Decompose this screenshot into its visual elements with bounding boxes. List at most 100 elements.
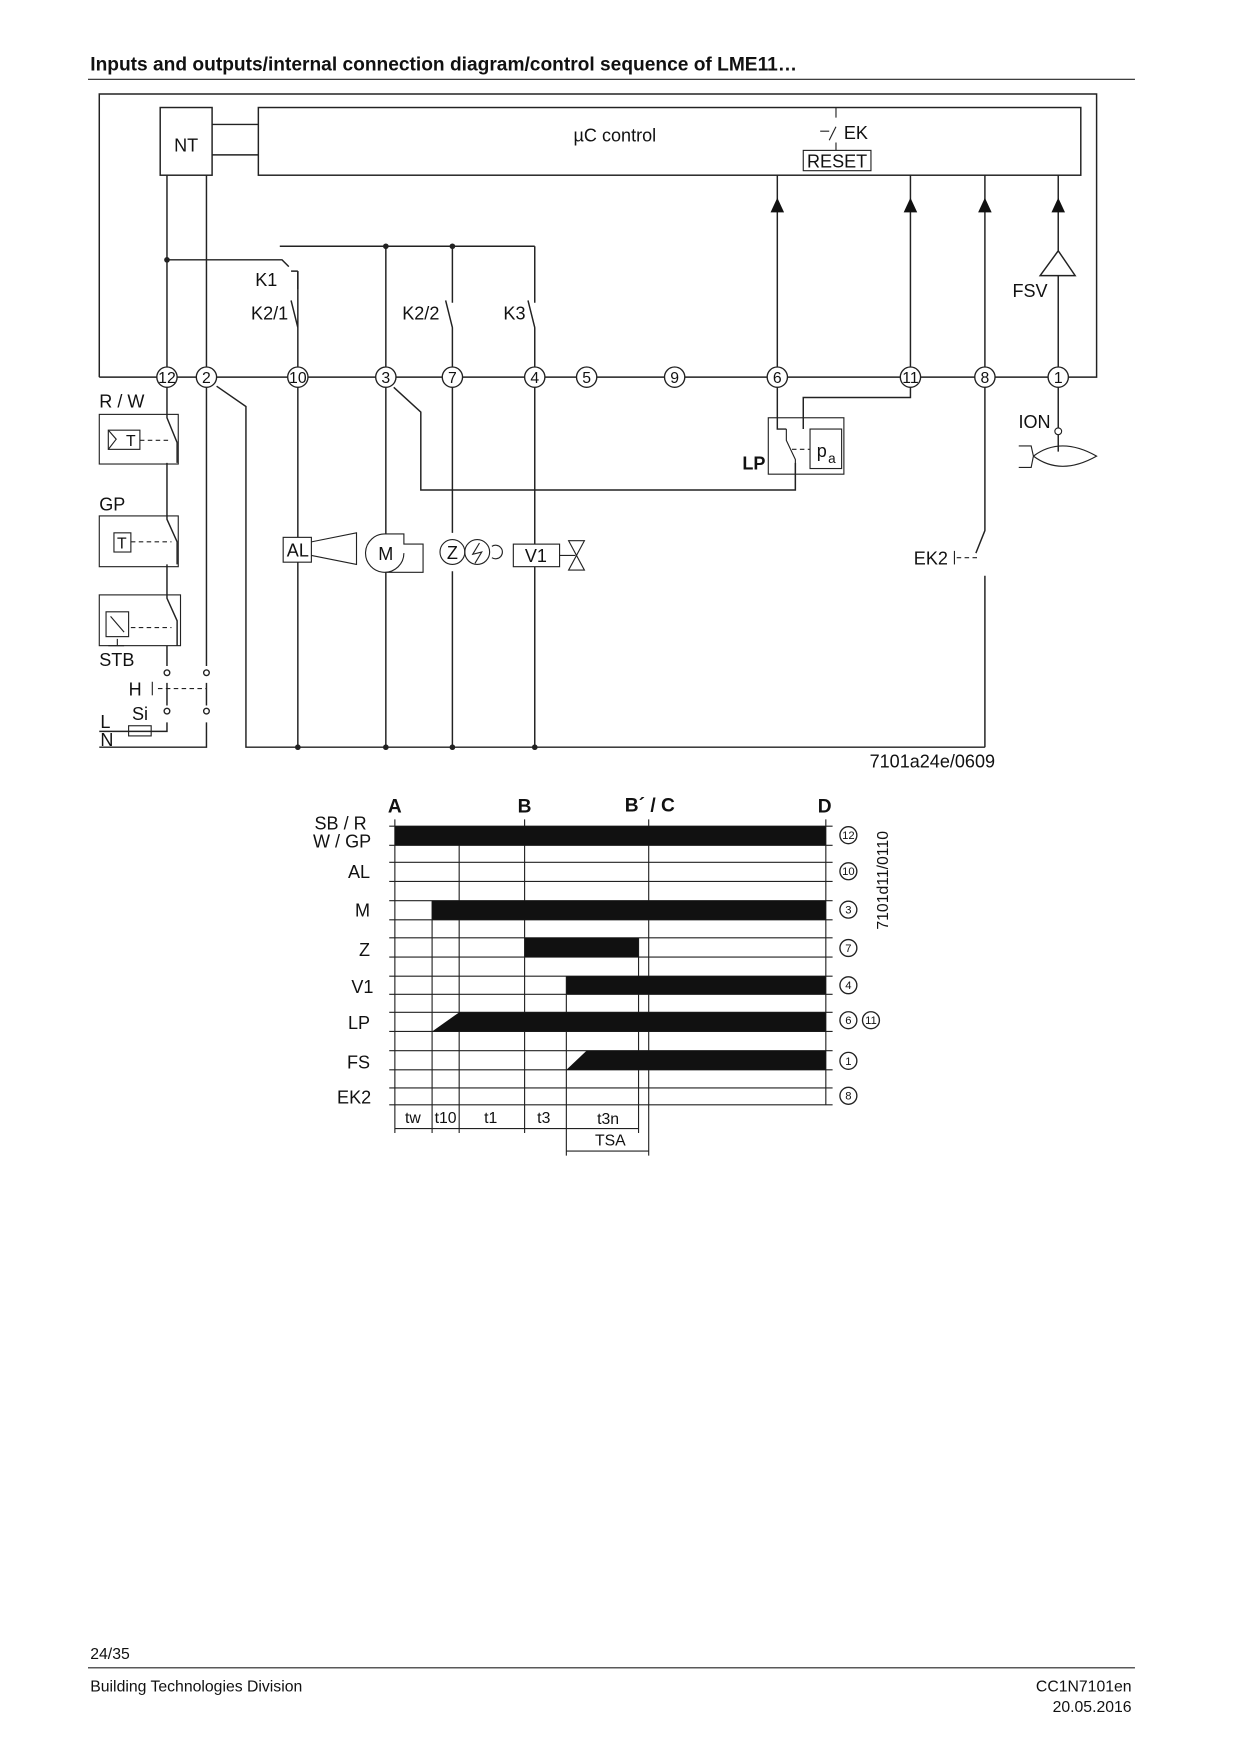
h-label: H bbox=[129, 679, 142, 699]
terminal-11: 11 bbox=[902, 370, 918, 387]
k1-label: K1 bbox=[255, 270, 277, 290]
gp-pressure-switch-box bbox=[98, 515, 179, 568]
time-t3: t3 bbox=[537, 1110, 550, 1127]
unit-outline bbox=[98, 93, 1098, 378]
sequence-code: 7101d11/0110 bbox=[875, 831, 892, 930]
terminal-8: 8 bbox=[981, 370, 990, 387]
time-t10: t10 bbox=[435, 1110, 457, 1127]
stb-limiter-box bbox=[98, 594, 182, 647]
ek2-label: EK2 bbox=[914, 548, 948, 568]
terminal-3: 3 bbox=[381, 370, 390, 387]
row-label-z: Z bbox=[359, 940, 370, 960]
bar-sb-rw-gp bbox=[394, 826, 826, 846]
valve-icon bbox=[559, 540, 586, 571]
reset-box bbox=[802, 149, 872, 172]
seq-terminal-8: 8 bbox=[845, 1091, 851, 1103]
control-sequence-chart: A B B´ / C D bbox=[313, 796, 892, 1156]
l-label: L bbox=[100, 712, 110, 732]
pa-subscript: a bbox=[828, 451, 836, 466]
fsv-label: FSV bbox=[1012, 281, 1047, 301]
rw-thermostat-box bbox=[98, 413, 179, 465]
pa-label: p bbox=[817, 441, 827, 461]
terminal-10: 10 bbox=[289, 370, 307, 387]
seq-terminal-10: 10 bbox=[842, 866, 855, 878]
rw-t-label: T bbox=[126, 433, 136, 450]
terminal-4: 4 bbox=[530, 370, 539, 387]
seq-terminal-6: 6 bbox=[845, 1015, 851, 1027]
rw-label: R / W bbox=[99, 392, 144, 412]
seq-terminal-4: 4 bbox=[845, 980, 851, 992]
nt-box bbox=[159, 106, 213, 176]
nt-label: NT bbox=[174, 136, 198, 156]
seq-terminal-7: 7 bbox=[845, 943, 851, 955]
seq-terminal-1: 1 bbox=[845, 1056, 851, 1068]
row-label-w-gp: W / GP bbox=[313, 832, 371, 852]
footer-division: Building Technologies Division bbox=[90, 1678, 302, 1695]
seq-terminal-3: 3 bbox=[845, 905, 851, 917]
terminal-1: 1 bbox=[1054, 370, 1063, 387]
row-label-lp: LP bbox=[348, 1013, 370, 1033]
lp-label: LP bbox=[742, 454, 765, 474]
row-label-m: M bbox=[355, 900, 370, 920]
bar-z bbox=[524, 937, 639, 958]
k2-2-label: K2/2 bbox=[402, 304, 439, 324]
ek-switch-icon bbox=[820, 107, 837, 151]
gp-label: GP bbox=[99, 494, 125, 514]
ion-label: ION bbox=[1018, 412, 1050, 432]
page-title: Inputs and outputs/internal connection d… bbox=[90, 54, 797, 75]
bar-lp bbox=[432, 1012, 826, 1032]
connection-diagram: NT µC control EK RESET K1 K2/1 K2/2 K3 F… bbox=[98, 93, 1098, 772]
page-number: 24/35 bbox=[90, 1646, 130, 1663]
alarm-box bbox=[282, 536, 312, 563]
row-label-al: AL bbox=[348, 862, 370, 882]
bar-m bbox=[432, 900, 826, 920]
k2-1-label: K2/1 bbox=[251, 304, 288, 324]
bar-fs bbox=[566, 1050, 826, 1070]
fsv-amplifier-icon bbox=[1038, 249, 1077, 277]
terminal-5: 5 bbox=[582, 370, 591, 387]
point-b-prime-c: B´ / C bbox=[625, 796, 675, 817]
si-label: Si bbox=[132, 704, 148, 724]
seq-terminal-12: 12 bbox=[842, 830, 855, 842]
row-label-fs: FS bbox=[347, 1053, 370, 1073]
row-label-ek2: EK2 bbox=[337, 1088, 371, 1108]
terminal-2: 2 bbox=[202, 370, 211, 387]
terminal-9: 9 bbox=[670, 370, 679, 387]
footer-date: 20.05.2016 bbox=[1053, 1699, 1132, 1716]
lp-air-pressure-switch-box bbox=[767, 417, 845, 475]
gp-t-label: T bbox=[117, 536, 127, 553]
terminal-7: 7 bbox=[448, 370, 457, 387]
al-label: AL bbox=[287, 541, 309, 561]
terminal-6: 6 bbox=[773, 370, 782, 387]
time-tsa: TSA bbox=[595, 1132, 626, 1149]
terminal-12: 12 bbox=[158, 370, 176, 387]
z-label: Z bbox=[447, 543, 458, 563]
m-label: M bbox=[378, 544, 393, 564]
reset-label: RESET bbox=[807, 151, 867, 171]
terminal-strip: 12 2 10 3 7 4 5 9 6 11 8 1 bbox=[156, 366, 1070, 388]
fuse-icon bbox=[128, 725, 152, 737]
n-label: N bbox=[100, 730, 113, 750]
motor-icon bbox=[364, 533, 424, 573]
row-label-v1: V1 bbox=[351, 977, 373, 997]
ek-label: EK bbox=[844, 123, 868, 143]
footer-doc-id: CC1N7101en bbox=[1036, 1678, 1132, 1695]
stb-label: STB bbox=[99, 650, 134, 670]
bar-v1 bbox=[566, 976, 826, 995]
point-a: A bbox=[388, 797, 402, 818]
v1-label: V1 bbox=[525, 546, 547, 566]
input-arrow-icons bbox=[770, 197, 1066, 213]
point-d: D bbox=[818, 797, 832, 818]
time-t3n: t3n bbox=[597, 1111, 619, 1128]
time-t1: t1 bbox=[484, 1110, 497, 1127]
seq-terminal-11: 11 bbox=[865, 1015, 877, 1027]
alarm-horn-icon bbox=[311, 532, 358, 566]
uc-control-label: µC control bbox=[574, 125, 657, 145]
schematic-code: 7101a24e/0609 bbox=[870, 752, 995, 772]
row-label-sb-r: SB / R bbox=[315, 814, 367, 834]
k3-label: K3 bbox=[503, 304, 525, 324]
ionization-probe-icon bbox=[1018, 445, 1098, 468]
point-b: B bbox=[518, 797, 532, 818]
time-tw: tw bbox=[405, 1110, 421, 1127]
